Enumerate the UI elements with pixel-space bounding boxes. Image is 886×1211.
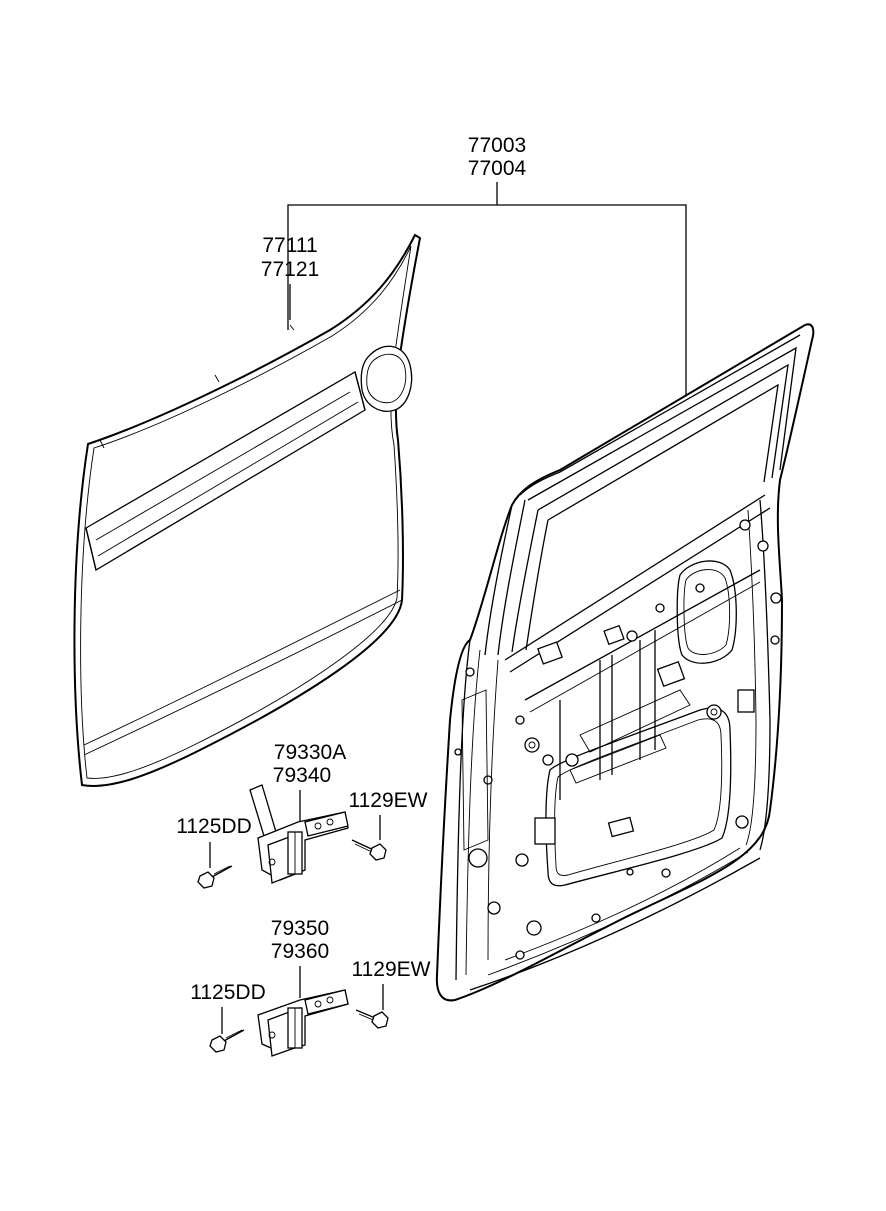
label-77003: 77003 (468, 134, 526, 157)
label-79360: 79360 (271, 940, 329, 963)
lower-hinge (257, 989, 349, 1057)
label-77111: 77111 (262, 234, 317, 257)
label-1129ew-upper: 1129EW (349, 789, 428, 812)
leader-lines (209, 182, 687, 1034)
bolt-1125dd-lower (209, 1029, 245, 1053)
outer-door-panel (73, 233, 422, 787)
label-group-door-assy: 77003 77004 (468, 134, 527, 180)
label-77121: 77121 (261, 258, 319, 281)
upper-hinge (249, 784, 349, 884)
label-group-lower-hinge: 79350 79360 (271, 917, 329, 963)
label-79350: 79350 (271, 917, 329, 940)
bolt-1125dd-upper (197, 865, 233, 889)
door-holes (454, 519, 782, 960)
label-1129ew-lower: 1129EW (352, 958, 431, 981)
door-assembly (435, 323, 815, 1002)
bolt-1129ew-lower (355, 1009, 389, 1029)
label-79330a: 79330A (274, 741, 346, 764)
label-group-outer-panel: 77111 77121 (261, 234, 319, 281)
label-group-upper-hinge: 79330A 79340 (273, 741, 346, 787)
bolt-1129ew-upper (351, 839, 387, 861)
label-1125dd-lower: 1125DD (190, 981, 266, 1004)
label-79340: 79340 (273, 764, 331, 787)
label-1125dd-upper: 1125DD (176, 815, 252, 838)
label-77004: 77004 (468, 157, 527, 180)
